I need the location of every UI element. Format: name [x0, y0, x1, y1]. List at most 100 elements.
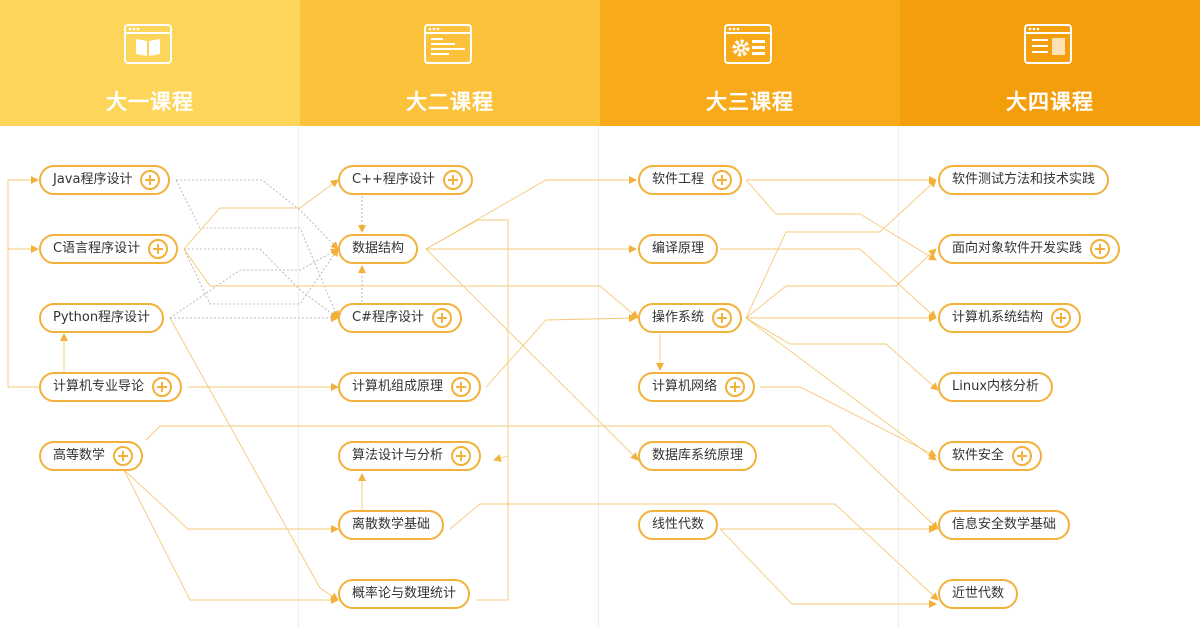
column-divider — [598, 126, 599, 628]
solid-link — [760, 386, 937, 457]
course-oop[interactable]: 面向对象软件开发实践 — [938, 234, 1121, 264]
header-year-3: 大三课程 — [600, 0, 900, 126]
solid-link — [7, 176, 40, 388]
course-test[interactable]: 软件测试方法和技术实践 — [938, 165, 1110, 195]
course-label: 软件测试方法和技术实践 — [952, 172, 1096, 187]
dashed-link — [184, 248, 339, 319]
course-label: C#程序设计 — [352, 310, 424, 325]
plus-icon[interactable] — [451, 377, 472, 397]
course-label: 高等数学 — [53, 448, 106, 463]
course-label: Linux内核分析 — [952, 379, 1040, 394]
course-label: Java程序设计 — [53, 172, 133, 187]
course-label: 近世代数 — [952, 586, 1005, 601]
course-csharp[interactable]: C#程序设计 — [338, 303, 462, 333]
gear-window-icon — [724, 24, 772, 64]
plus-icon[interactable] — [1051, 308, 1072, 328]
header-title: 大一课程 — [106, 90, 194, 114]
course-label: 操作系统 — [652, 310, 705, 325]
course-c[interactable]: C语言程序设计 — [39, 234, 179, 264]
course-se[interactable]: 软件工程 — [638, 165, 743, 195]
plus-icon[interactable] — [451, 446, 472, 466]
course-la[interactable]: 线性代数 — [638, 510, 719, 540]
layout-window-icon — [1024, 24, 1072, 64]
course-label: 软件安全 — [952, 448, 1005, 463]
course-intro[interactable]: 计算机专业导论 — [39, 372, 183, 402]
solid-link — [169, 317, 339, 601]
solid-link — [745, 179, 937, 319]
column-divider — [898, 126, 899, 628]
solid-link — [745, 317, 939, 391]
course-label: C语言程序设计 — [53, 241, 141, 256]
solid-link — [493, 454, 509, 462]
course-secmath[interactable]: 信息安全数学基础 — [938, 510, 1071, 540]
solid-link — [449, 503, 939, 601]
solid-link — [123, 469, 339, 533]
solid-link — [183, 248, 639, 319]
course-label: 离散数学基础 — [352, 517, 431, 532]
course-discrete[interactable]: 离散数学基础 — [338, 510, 445, 540]
solid-link — [425, 248, 639, 461]
course-math[interactable]: 高等数学 — [39, 441, 144, 471]
plus-icon[interactable] — [148, 239, 169, 259]
solid-link — [183, 179, 339, 250]
plus-icon[interactable] — [442, 170, 463, 190]
plus-icon[interactable] — [712, 170, 733, 190]
course-label: 线性代数 — [652, 517, 705, 532]
course-label: 概率论与数理统计 — [352, 586, 457, 601]
header-title: 大四课程 — [1006, 90, 1094, 114]
solid-link — [719, 528, 937, 608]
dashed-link — [183, 248, 339, 305]
course-label: 软件工程 — [652, 172, 705, 187]
course-prob[interactable]: 概率论与数理统计 — [338, 579, 471, 609]
course-label: 面向对象软件开发实践 — [952, 241, 1083, 256]
course-label: 算法设计与分析 — [352, 448, 444, 463]
header-year-2: 大二课程 — [300, 0, 600, 126]
solid-link — [145, 425, 939, 530]
header-title: 大二课程 — [406, 90, 494, 114]
solid-link — [720, 248, 937, 319]
course-arch[interactable]: 计算机系统结构 — [938, 303, 1082, 333]
course-co[interactable]: 计算机组成原理 — [338, 372, 482, 402]
header-year-1: 大一课程 — [0, 0, 300, 126]
course-cpp[interactable]: C++程序设计 — [338, 165, 473, 195]
plus-icon[interactable] — [712, 308, 733, 328]
plus-icon[interactable] — [152, 377, 173, 397]
course-modern[interactable]: 近世代数 — [938, 579, 1019, 609]
course-algo[interactable]: 算法设计与分析 — [338, 441, 482, 471]
course-os[interactable]: 操作系统 — [638, 303, 743, 333]
course-python[interactable]: Python程序设计 — [39, 303, 165, 333]
solid-link — [123, 469, 339, 604]
course-sec[interactable]: 软件安全 — [938, 441, 1043, 471]
course-net[interactable]: 计算机网络 — [638, 372, 756, 402]
course-label: 编译原理 — [652, 241, 705, 256]
course-java[interactable]: Java程序设计 — [39, 165, 171, 195]
book-window-icon — [124, 24, 172, 64]
course-label: 数据库系统原理 — [652, 448, 744, 463]
dashed-link — [176, 179, 339, 250]
plus-icon[interactable] — [431, 308, 452, 328]
plus-icon[interactable] — [725, 377, 746, 397]
code-window-icon — [424, 24, 472, 64]
plus-icon[interactable] — [140, 170, 161, 190]
course-compiler[interactable]: 编译原理 — [638, 234, 719, 264]
course-db[interactable]: 数据库系统原理 — [638, 441, 758, 471]
solid-link — [745, 179, 937, 261]
course-linux[interactable]: Linux内核分析 — [938, 372, 1054, 402]
header-year-4: 大四课程 — [900, 0, 1200, 126]
solid-link — [425, 176, 637, 250]
course-label: 计算机专业导论 — [53, 379, 145, 394]
course-label: C++程序设计 — [352, 172, 435, 187]
column-divider — [298, 126, 299, 628]
course-label: 数据结构 — [352, 241, 405, 256]
plus-icon[interactable] — [1090, 239, 1111, 259]
plus-icon[interactable] — [113, 446, 134, 466]
dashed-link — [169, 248, 339, 319]
course-label: Python程序设计 — [53, 310, 151, 325]
solid-link — [425, 219, 509, 601]
course-label: 计算机网络 — [652, 379, 718, 394]
header-title: 大三课程 — [706, 90, 794, 114]
course-ds[interactable]: 数据结构 — [338, 234, 419, 264]
plus-icon[interactable] — [1012, 446, 1033, 466]
course-label: 信息安全数学基础 — [952, 517, 1057, 532]
